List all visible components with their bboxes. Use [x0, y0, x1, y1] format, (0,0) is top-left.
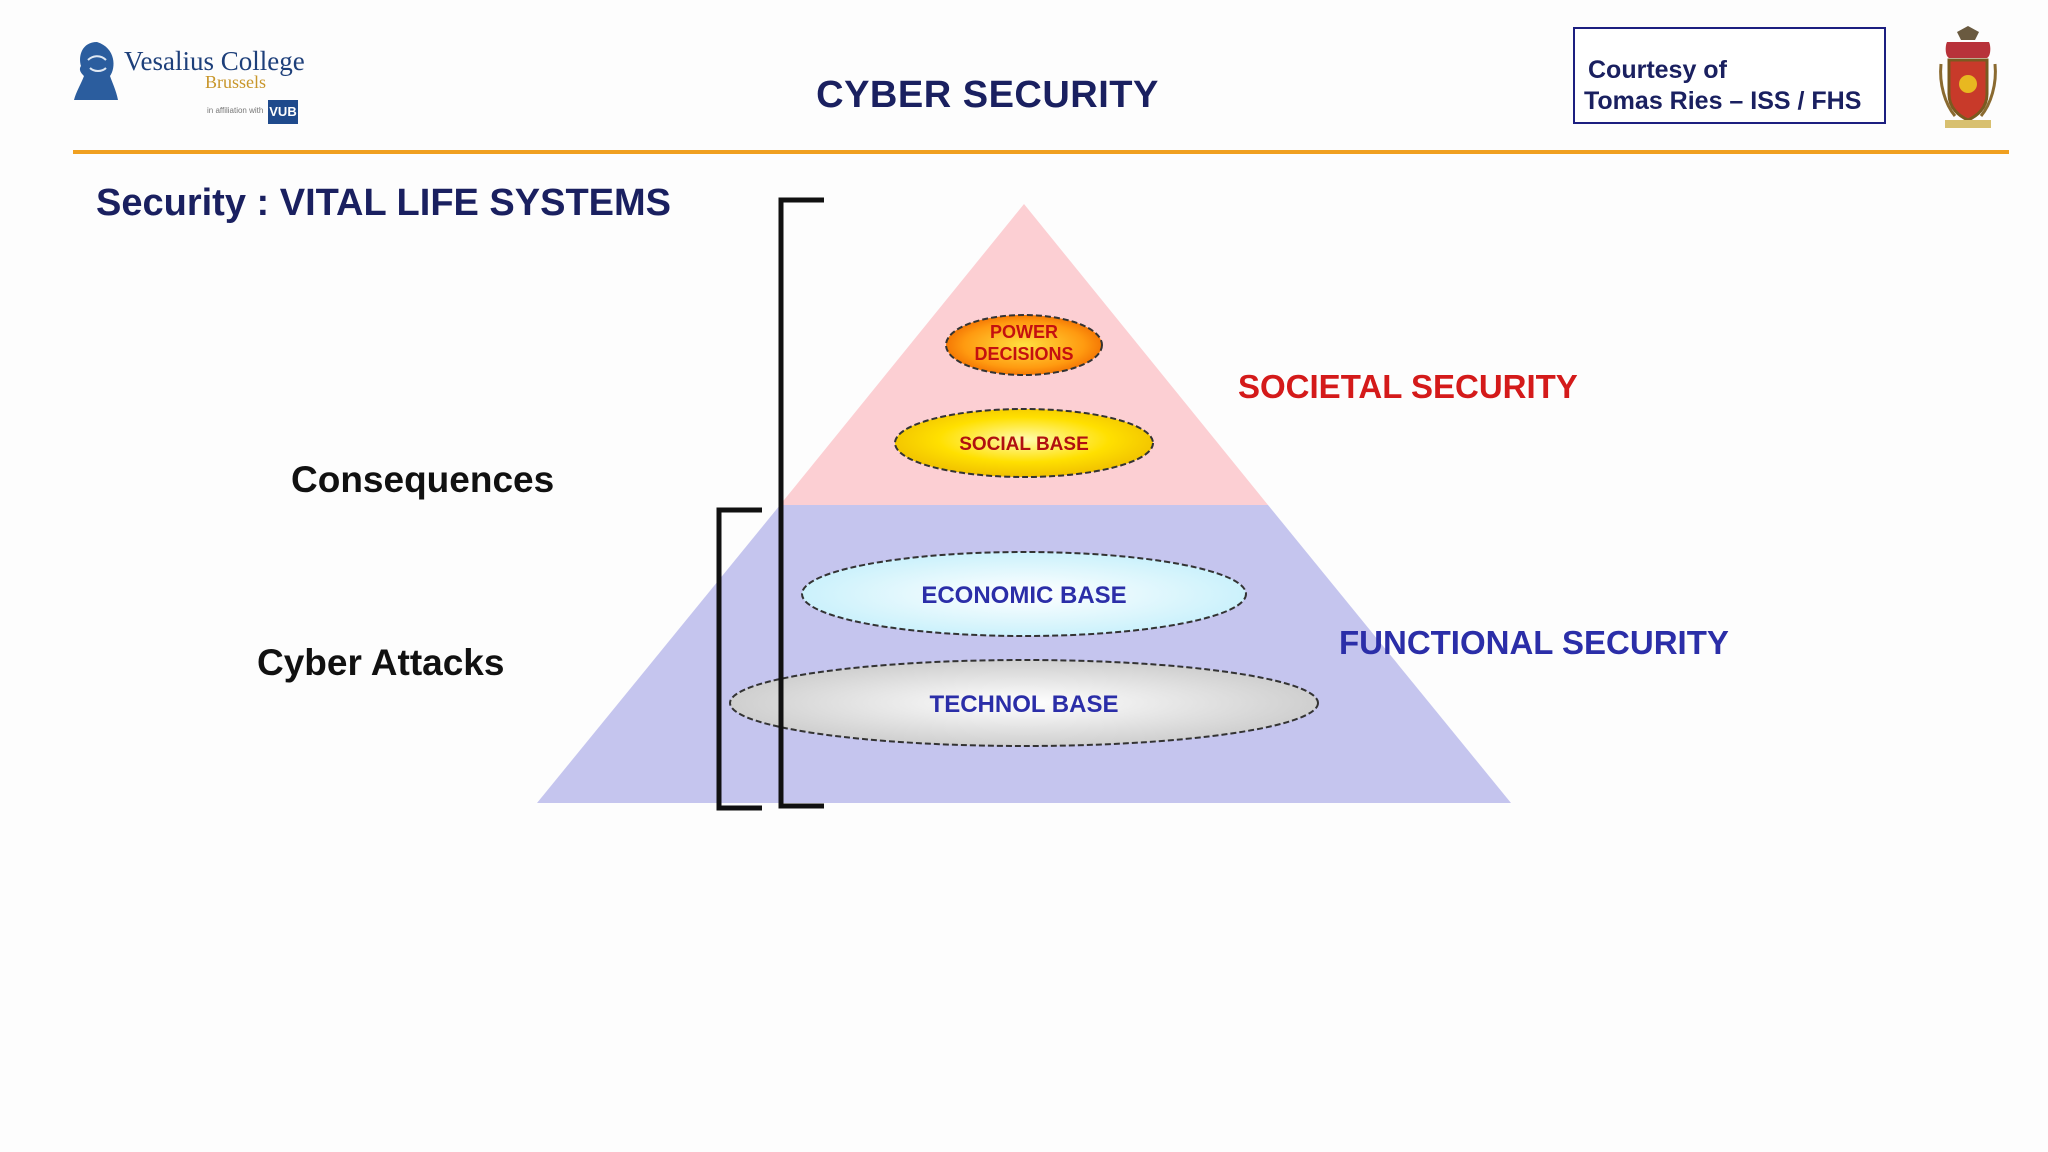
coat-of-arms-icon: [1939, 26, 1997, 128]
courtesy-line-2: Tomas Ries – ISS / FHS: [1584, 87, 1862, 115]
logo-affiliation: in affiliation with: [207, 106, 264, 115]
technol-base-ellipse: TECHNOL BASE: [729, 659, 1319, 747]
courtesy-line-1: Courtesy of: [1588, 56, 1727, 84]
logo-city: Brussels: [205, 72, 267, 92]
economic-base-ellipse: ECONOMIC BASE: [801, 551, 1247, 637]
vub-logo: VUB: [268, 100, 298, 124]
technol-base-label: TECHNOL BASE: [930, 691, 1119, 718]
slide-subtitle: Security : VITAL LIFE SYSTEMS: [96, 182, 672, 224]
functional-security-label: FUNCTIONAL SECURITY: [1339, 624, 1729, 661]
courtesy-box: Courtesy of Tomas Ries – ISS / FHS: [1573, 27, 1886, 124]
consequences-bracket: [778, 197, 824, 809]
logo-name: Vesalius College: [124, 46, 305, 76]
societal-security-label: SOCIETAL SECURITY: [1238, 368, 1578, 405]
social-base-ellipse: SOCIAL BASE: [894, 408, 1154, 478]
decisions-label: DECISIONS: [974, 344, 1073, 364]
social-base-label: SOCIAL BASE: [959, 434, 1089, 455]
power-label: POWER: [990, 322, 1058, 342]
consequences-label: Consequences: [291, 459, 555, 500]
power-decisions-ellipse: POWER DECISIONS: [945, 314, 1103, 376]
economic-base-label: ECONOMIC BASE: [921, 582, 1126, 609]
vesalius-portrait-icon: [74, 42, 118, 100]
cyber-attacks-bracket: [716, 507, 762, 811]
header-divider: [73, 150, 2009, 154]
page-title: CYBER SECURITY: [816, 74, 1159, 116]
cyber-attacks-label: Cyber Attacks: [257, 642, 505, 683]
